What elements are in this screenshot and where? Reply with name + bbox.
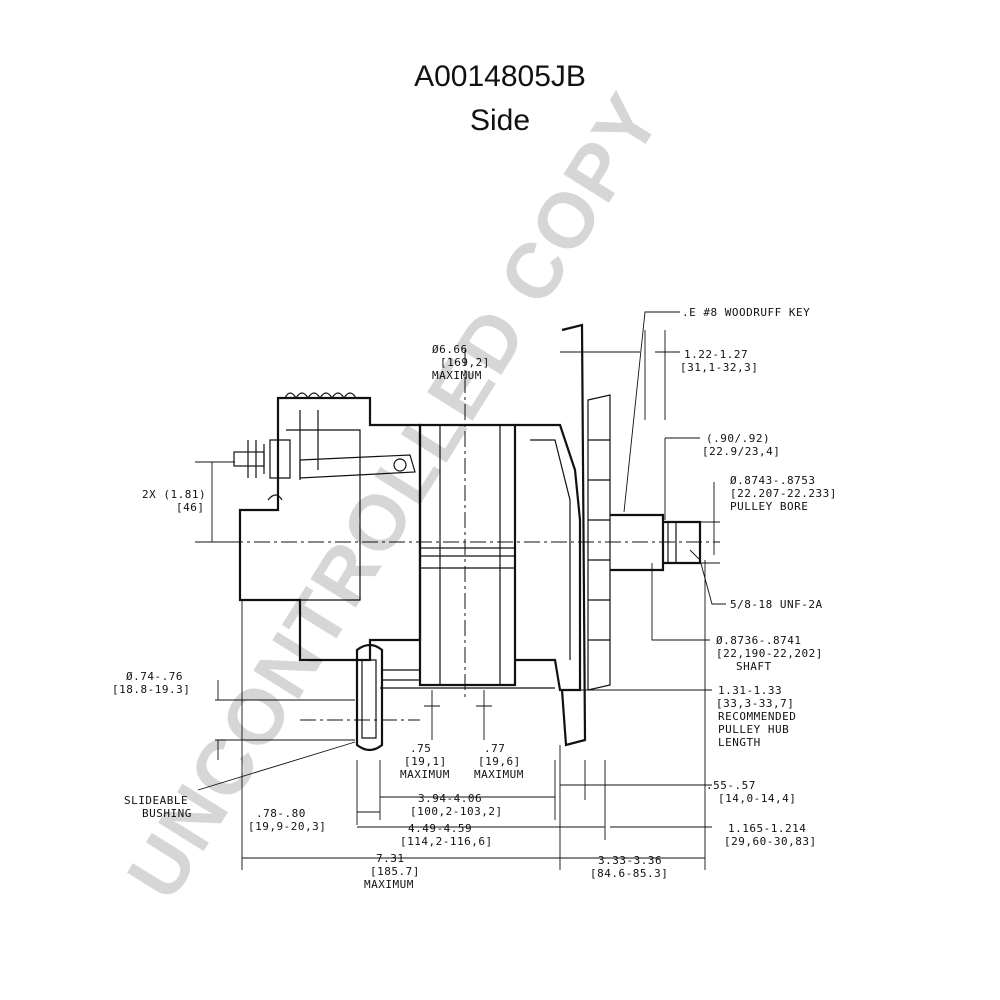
- dim-394-line-1: 3.94-4.06: [418, 792, 482, 805]
- centerlines: [200, 350, 720, 721]
- woodruff-key-label: .E #8 WOODRUFF KEY: [682, 306, 810, 319]
- dim-75-line-3: MAXIMUM: [400, 768, 450, 781]
- dimension-labels: .E #8 WOODRUFF KEY Ø6.66 [169,2] MAXIMUM…: [112, 306, 837, 891]
- rec-hub-line-1: 1.31-1.33: [718, 684, 782, 697]
- bushing-dia-line-2: [18.8-19.3]: [112, 683, 190, 696]
- hub-2-line-1: (.90/.92): [706, 432, 770, 445]
- shaft-line-2: [22,190-22,202]: [716, 647, 823, 660]
- thread-label: 5/8-18 UNF-2A: [730, 598, 823, 611]
- dim-55-line-1: .55-.57: [706, 779, 756, 792]
- dim-333-line-1: 3.33-3.36: [598, 854, 662, 867]
- pulley-bore-line-1: Ø.8743-.8753: [730, 474, 815, 487]
- hub-1-line-1: 1.22-1.27: [684, 348, 748, 361]
- dim-77-line-3: MAXIMUM: [474, 768, 524, 781]
- dim-731-line-2: [185.7]: [370, 865, 420, 878]
- alternator-outline: [233, 323, 702, 752]
- slideable-line-1: SLIDEABLE: [124, 794, 188, 807]
- dimension-lines: [195, 311, 726, 870]
- dim-78-line-1: .78-.80: [256, 807, 306, 820]
- slideable-line-2: BUSHING: [142, 807, 192, 820]
- dim-731-line-1: 7.31: [376, 852, 405, 865]
- pulley-bore-line-2: [22.207-22.233]: [730, 487, 837, 500]
- shaft-line-3: SHAFT: [736, 660, 772, 673]
- mount-2x-line-1: 2X (1.81): [142, 488, 206, 501]
- dim-75-line-1: .75: [410, 742, 431, 755]
- dim-1165-line-2: [29,60-30,83]: [724, 835, 817, 848]
- rec-hub-line-4: PULLEY HUB: [718, 723, 789, 736]
- rec-hub-line-2: [33,3-33,7]: [716, 697, 794, 710]
- dim-78-line-2: [19,9-20,3]: [248, 820, 326, 833]
- dim-449-line-1: 4.49-4.59: [408, 822, 472, 835]
- bushing-dia-line-1: Ø.74-.76: [126, 670, 183, 683]
- dim-394-line-2: [100,2-103,2]: [410, 805, 503, 818]
- pulley-bore-line-3: PULLEY BORE: [730, 500, 808, 513]
- dim-75-line-2: [19,1]: [404, 755, 447, 768]
- dim-77-line-1: .77: [484, 742, 505, 755]
- max-dia-line-2: [169,2]: [440, 356, 490, 369]
- rec-hub-line-3: RECOMMENDED: [718, 710, 796, 723]
- dim-333-line-2: [84.6-85.3]: [590, 867, 668, 880]
- part-number-title: A0014805JB: [414, 60, 586, 93]
- max-dia-line-3: MAXIMUM: [432, 369, 482, 382]
- view-subtitle: Side: [469, 104, 531, 137]
- dim-77-line-2: [19,6]: [478, 755, 521, 768]
- dim-731-line-3: MAXIMUM: [364, 878, 414, 891]
- hub-2-line-2: [22.9/23,4]: [702, 445, 780, 458]
- hub-1-line-2: [31,1-32,3]: [680, 361, 758, 374]
- max-dia-line-1: Ø6.66: [432, 343, 468, 356]
- shaft-line-1: Ø.8736-.8741: [716, 634, 801, 647]
- mount-2x-line-2: [46]: [176, 501, 205, 514]
- dim-449-line-2: [114,2-116,6]: [400, 835, 493, 848]
- dim-55-line-2: [14,0-14,4]: [718, 792, 796, 805]
- rec-hub-line-5: LENGTH: [718, 736, 761, 749]
- dim-1165-line-1: 1.165-1.214: [728, 822, 806, 835]
